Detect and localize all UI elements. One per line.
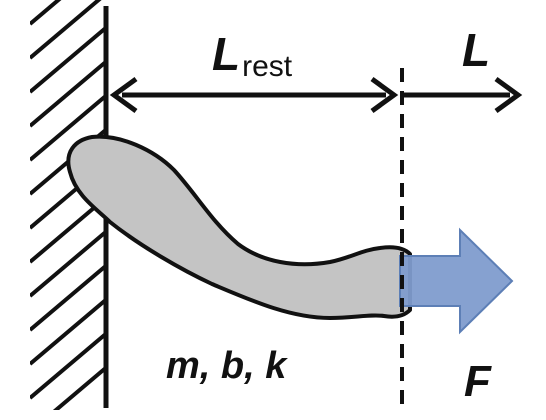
- rest-length-arrow: [109, 76, 399, 114]
- limb-shape: [66, 134, 412, 320]
- rest-length-label: Lrest: [212, 28, 293, 83]
- length-arrow: [404, 76, 523, 114]
- length-label: L: [462, 24, 490, 76]
- force-arrow-icon: [399, 227, 514, 335]
- force-label: F: [464, 357, 492, 406]
- parameters-label: m, b, k: [166, 345, 288, 387]
